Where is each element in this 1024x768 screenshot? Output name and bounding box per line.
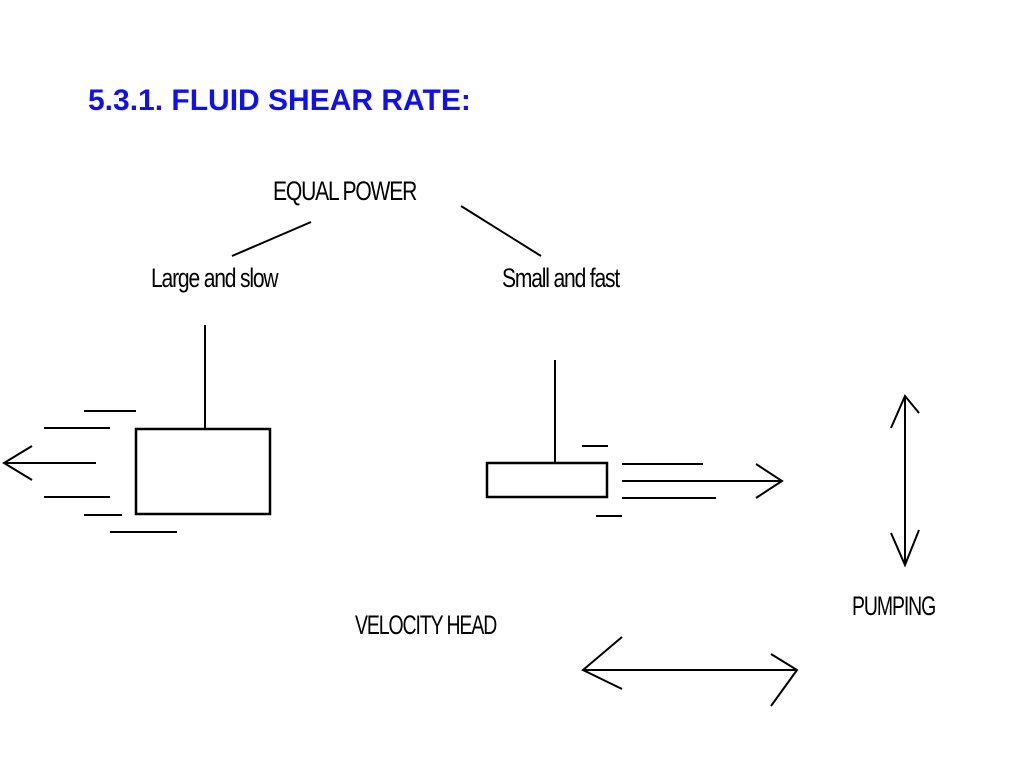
large-and-slow-label: Large and slow <box>151 263 279 293</box>
right-arrow-head <box>755 463 784 499</box>
right-flow-arrow <box>622 463 784 499</box>
pumping-double-arrow <box>890 394 920 568</box>
left-flow-lines <box>44 410 177 533</box>
large-impeller-blade <box>134 427 272 516</box>
pumping-arrow-head-bottom <box>890 529 920 568</box>
left-flow-arrow <box>2 445 96 481</box>
small-and-fast-label: Small and fast <box>502 263 620 293</box>
left-branch-connector <box>231 221 312 257</box>
velocity-arrow-head-left <box>581 636 623 690</box>
small-impeller-blade <box>485 461 609 499</box>
pumping-arrow-head-top <box>890 394 920 429</box>
pumping-label: PUMPING <box>852 591 936 621</box>
right-flow-lines <box>582 445 716 517</box>
small-impeller <box>485 360 609 499</box>
right-branch-connector <box>460 205 542 257</box>
slide-title: 5.3.1. FLUID SHEAR RATE: <box>88 84 471 117</box>
equal-power-label: EQUAL POWER <box>273 176 417 206</box>
large-impeller <box>134 325 272 516</box>
left-arrow-head <box>2 445 33 481</box>
velocity-arrow-head-right <box>770 653 799 707</box>
velocity-head-double-arrow <box>581 636 799 707</box>
velocity-head-label: VELOCITY HEAD <box>355 610 497 640</box>
